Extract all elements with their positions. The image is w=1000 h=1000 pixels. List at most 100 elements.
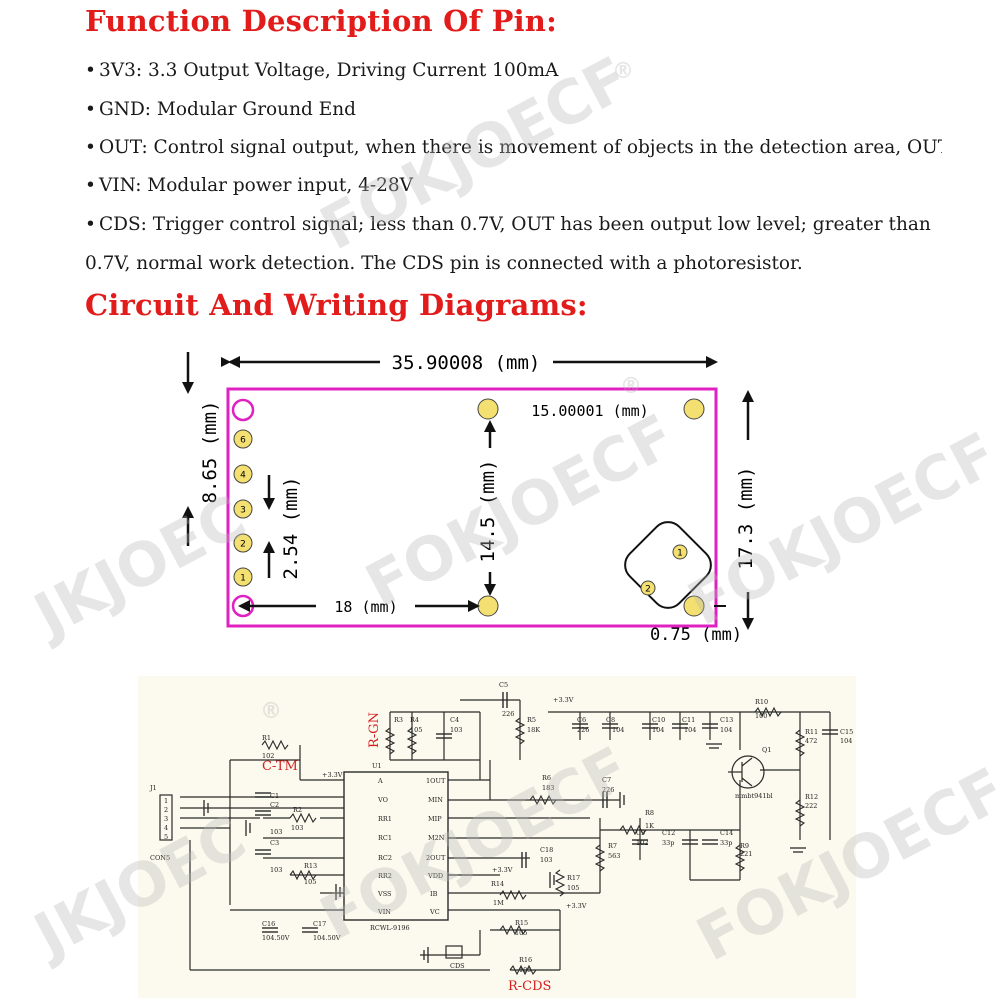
r13-ref: R13 <box>304 862 317 870</box>
r15-value: 105 <box>515 929 527 937</box>
r8-value: 1K <box>645 822 654 830</box>
c18-ref: C18 <box>540 846 553 854</box>
ic-pin-label: A <box>377 777 383 785</box>
c18-value: 103 <box>540 856 552 864</box>
r16-ref: R16 <box>519 956 532 964</box>
ic-pin-label: RR1 <box>378 815 392 823</box>
supply-label: +3.3V <box>492 866 513 874</box>
connector-pin: 2 <box>164 806 168 814</box>
ic-pin-label: VDD <box>427 872 443 880</box>
bullet-item: •3V3: 3.3 Output Voltage, Driving Curren… <box>85 60 942 81</box>
ic-pin-label: IB <box>430 890 438 898</box>
c8-ref: C8 <box>606 716 615 724</box>
c11-ref: C11 <box>682 716 695 724</box>
ic-ref: U1 <box>372 762 382 770</box>
circuit-heading: Circuit And Writing Diagrams: <box>85 288 588 322</box>
c9-ref: C9 <box>636 829 645 837</box>
r-cds-tag: R-CDS <box>508 979 551 994</box>
ic-pin-label: MIP <box>428 815 442 823</box>
bullet-text-out: OUT: Control signal output, when there i… <box>99 137 942 158</box>
supply-label: +3.3V <box>322 771 343 779</box>
supply-label: +3.3V <box>553 696 574 704</box>
r11-ref: R11 <box>805 728 818 736</box>
c7-value: 226 <box>602 786 614 794</box>
c15-ref: C15 <box>840 728 853 736</box>
ic-pin-label: RR2 <box>378 872 392 880</box>
left-offset-dimension: 8.65 (mm) <box>182 352 221 546</box>
bullet-dot: • <box>85 214 96 235</box>
width-dimension: 35.90008 (mm) <box>221 352 718 374</box>
bullet-continuation: 0.7V, normal work detection. The CDS pin… <box>85 253 803 274</box>
r1-ref: R1 <box>262 734 271 742</box>
r17-value: 105 <box>567 884 579 892</box>
bullet-item: •GND: Modular Ground End <box>85 99 942 120</box>
c7-ref: C7 <box>602 776 611 784</box>
c16-value: 104.50V <box>262 934 290 942</box>
r7-value: 563 <box>608 852 620 860</box>
c6-ref: C6 <box>577 716 586 724</box>
mount-pad-bottom-right <box>683 595 705 617</box>
pin-pad: 1 <box>233 567 253 587</box>
c-tm-tag: C-TM <box>262 759 298 774</box>
c3-value: 103 <box>270 866 282 874</box>
pin-number: 6 <box>240 436 246 446</box>
function-heading: Function Description Of Pin: <box>85 4 557 38</box>
sensor-pin-number: 2 <box>645 585 651 595</box>
bullet-text-vin: VIN: Modular power input, 4-28V <box>99 175 414 196</box>
connector-pin: 1 <box>164 797 168 805</box>
bullet-item: •VIN: Modular power input, 4-28V <box>85 175 942 196</box>
hole-vertical-label: 14.5 (mm) <box>477 460 499 563</box>
r3-ref: R3 <box>394 716 403 724</box>
capacitor-symbols <box>255 692 838 933</box>
c13-ref: C13 <box>720 716 733 724</box>
ground-symbols <box>203 743 806 963</box>
c4-ref: C4 <box>450 716 459 724</box>
bullet-dot: • <box>85 137 96 158</box>
bullet-dot: • <box>85 99 96 120</box>
c1-ref: C1 <box>270 792 279 800</box>
c11-value: 104 <box>684 726 696 734</box>
r12-ref: R12 <box>805 793 818 801</box>
c2-value: 103 <box>270 828 282 836</box>
ic-u1: U1 RCWL-9196 A VO RR1 RC1 RC2 RR2 VSS VI… <box>370 762 446 932</box>
connector-ref: J1 <box>149 784 157 792</box>
ic-pin-label: VO <box>377 796 388 804</box>
ic-pin-label: VSS <box>377 890 392 898</box>
r17-ref: R17 <box>567 874 580 882</box>
r11-value: 472 <box>805 737 817 745</box>
corner-label: 0.75 (mm) <box>650 625 742 645</box>
c10-ref: C10 <box>652 716 665 724</box>
c15-value: 104 <box>840 737 852 745</box>
r1-value: 102 <box>262 752 274 760</box>
c2-ref: C2 <box>270 801 279 809</box>
r10-ref: R10 <box>755 698 768 706</box>
sensor-outline: 1 2 <box>624 521 712 609</box>
c12-ref: C12 <box>662 829 675 837</box>
c6-value: 226 <box>577 726 589 734</box>
bullet-text-cds: CDS: Trigger control signal; less than 0… <box>99 214 931 235</box>
r5-value: 18K <box>527 726 540 734</box>
pin-pad: 4 <box>233 464 253 484</box>
r10-value: 100 <box>755 712 767 720</box>
bottom-label: 18 (mm) <box>334 598 397 616</box>
c3-ref: C3 <box>270 839 279 847</box>
bullet-item: •OUT: Control signal output, when there … <box>85 137 942 158</box>
r14-ref: R14 <box>491 880 504 888</box>
pin-number: 1 <box>240 574 246 584</box>
schematic-background <box>138 676 856 998</box>
c5-ref: C5 <box>499 681 508 689</box>
r7-ref: R7 <box>608 842 617 850</box>
ic-part-number: RCWL-9196 <box>370 924 410 932</box>
r15-ref: R15 <box>515 919 528 927</box>
c14-value: 33p <box>720 839 732 847</box>
c4-value: 103 <box>450 726 462 734</box>
height-label: 17.3 (mm) <box>735 467 757 570</box>
hole-spacing-label: 15.00001 (mm) <box>531 402 648 420</box>
r16-value: 105 <box>519 966 531 974</box>
pin-hole-top <box>231 398 255 422</box>
c10-value: 104 <box>652 726 664 734</box>
bullet-text-gnd: GND: Modular Ground End <box>99 99 356 120</box>
ic-pin-label: RC2 <box>378 854 392 862</box>
c12-value: 33p <box>662 839 674 847</box>
